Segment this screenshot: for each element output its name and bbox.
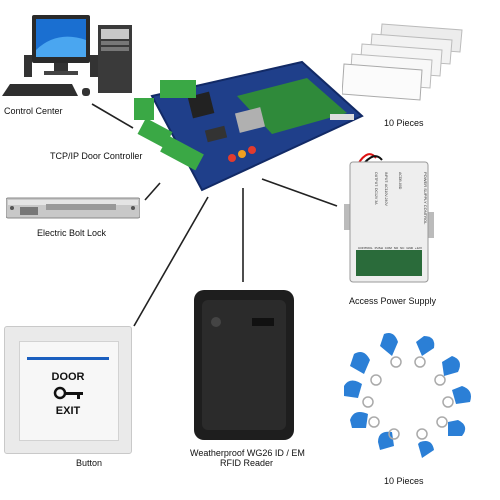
rfid-keyfobs [340,330,490,470]
exit-button-device: DOOR EXIT [4,326,132,454]
label-reader-line1: Weatherproof WG26 ID / EM [190,448,305,458]
exit-button-door-text: DOOR [51,371,85,383]
label-cards: 10 Pieces [384,118,424,128]
line-button [133,196,209,327]
psu-terminal-label: NC [400,246,405,250]
label-keyfobs: 10 Pieces [384,476,424,486]
label-door-controller: TCP/IP Door Controller [50,151,143,161]
line-bolt-lock [144,182,161,201]
key-icon [53,385,85,401]
label-reader-line2: RFID Reader [220,458,274,468]
rfid-cards [342,22,468,114]
psu-terminal-labels: CONTROL PUSH COM NO NC GND +12V [358,246,422,250]
psu-terminal-label: CONTROL [358,246,373,250]
access-power-supply: POWER SUPPLY CONTROL ACDB-80D INPUT: AC1… [338,146,438,286]
psu-terminal-label: PUSH [374,246,383,250]
psu-terminal-label: COM [384,246,392,250]
label-control-center: Control Center [4,106,63,116]
line-control-center [91,103,134,129]
psu-terminal-label: NO [393,246,399,250]
label-power-supply: Access Power Supply [349,296,437,306]
label-button: Button [76,458,103,468]
label-bolt-lock: Electric Bolt Lock [37,228,107,238]
door-controller-board [132,58,372,198]
exit-button-exit-text: EXIT [55,405,81,417]
psu-input: INPUT: AC110V-240V [384,172,388,206]
psu-terminal-label: GND [406,246,413,250]
electric-bolt-lock [6,196,140,220]
psu-output: OUTPUT: DC12V 3A [374,172,378,205]
psu-terminal-label: +12V [414,246,422,250]
control-center-computer [2,10,142,110]
psu-model: ACDB-80D [398,172,402,190]
rfid-reader [194,290,294,440]
line-power-supply [261,178,338,207]
psu-title: POWER SUPPLY CONTROL [423,172,428,225]
